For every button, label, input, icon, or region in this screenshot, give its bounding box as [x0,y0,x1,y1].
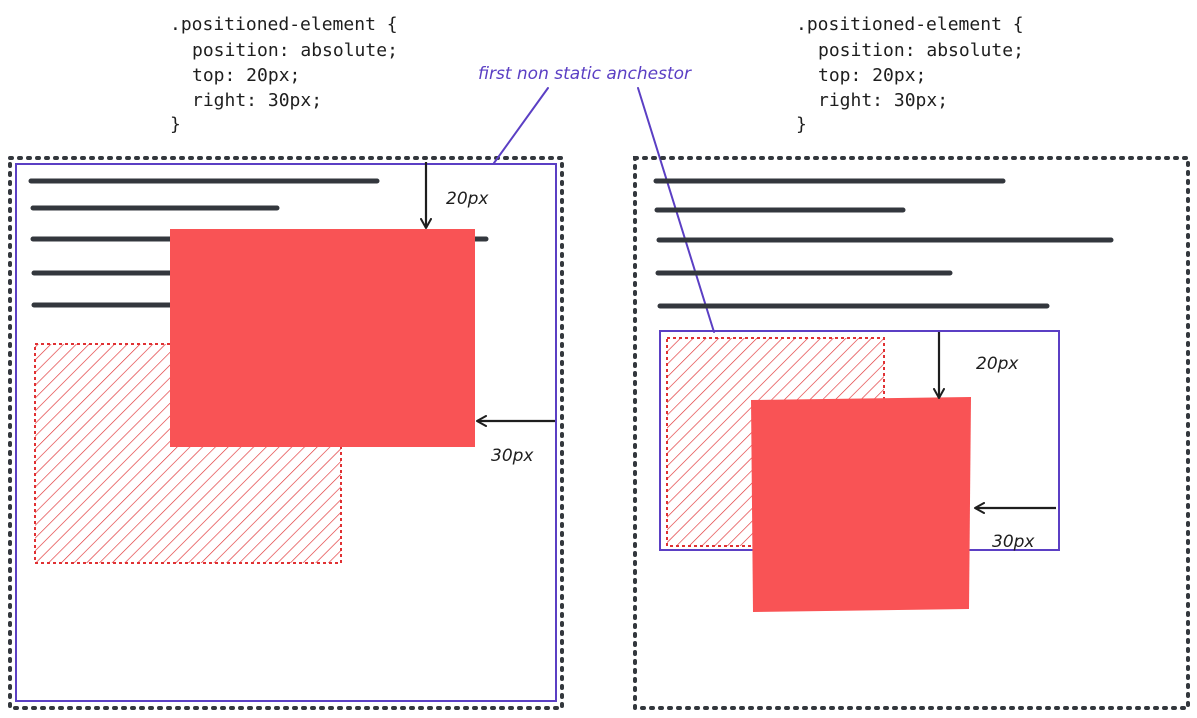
right-offset-label: 30px [992,532,1035,552]
positioned-element [170,229,475,447]
code-line-selector: .positioned-element { [796,14,1024,35]
positioned-element [751,397,971,612]
code-line-top: top: 20px; [818,65,926,86]
document-boundary [8,156,564,710]
right-code-block: .positioned-element { position: absolute… [796,14,1024,135]
annotation-label: first non static anchestor [478,64,692,84]
code-line-top: top: 20px; [192,65,300,86]
code-line-position: position: absolute; [192,40,398,61]
top-offset-label: 20px [446,189,489,209]
right-panel: .positioned-element { position: absolute… [633,14,1190,710]
annotation-pointer-left [493,87,549,164]
anchor-container [15,163,557,702]
document-boundary [633,156,1190,710]
anchor-annotation: first non static anchestor [478,64,715,333]
code-line-right: right: 30px; [818,90,948,111]
text-lines [653,178,1114,309]
code-line-right: right: 30px; [192,90,322,111]
left-code-block: .positioned-element { position: absolute… [170,14,398,135]
code-line-close: } [796,114,807,135]
left-panel: .positioned-element { position: absolute… [8,14,564,710]
top-offset-label: 20px [976,354,1019,374]
right-offset-label: 30px [491,446,534,466]
code-line-selector: .positioned-element { [170,14,398,35]
code-line-position: position: absolute; [818,40,1024,61]
code-line-close: } [170,114,181,135]
